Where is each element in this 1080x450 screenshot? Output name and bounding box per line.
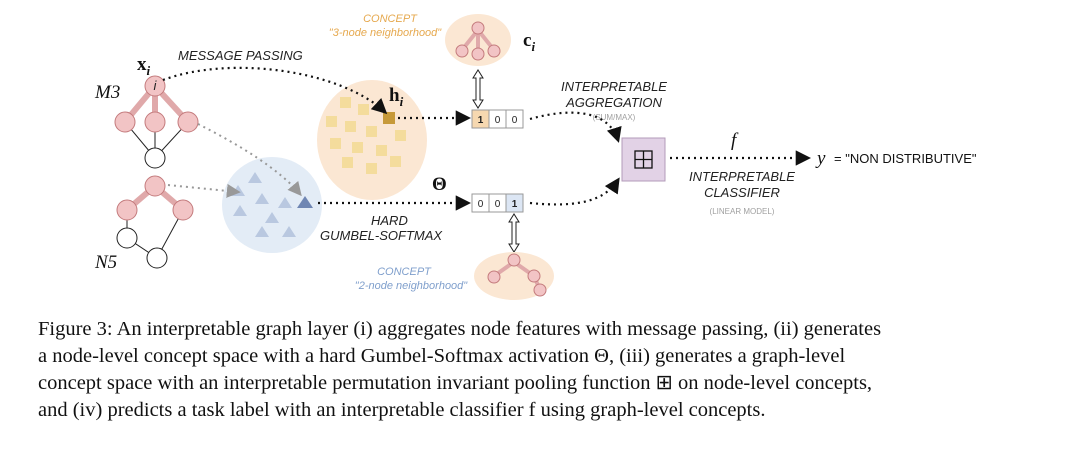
- c-i-label: ci: [523, 30, 535, 54]
- architecture-diagram: i M3 xi N5 hi: [94, 13, 977, 300]
- interpretable-classifier-1: INTERPRETABLE: [689, 169, 795, 184]
- hard-label: HARD: [371, 213, 408, 228]
- svg-text:0: 0: [512, 115, 518, 126]
- message-passing-label: MESSAGE PASSING: [178, 48, 303, 63]
- figure-caption: Figure 3: An interpretable graph layer (…: [38, 316, 1048, 424]
- node-i-label: i: [154, 78, 158, 93]
- svg-text:0: 0: [495, 199, 501, 210]
- h-i-square: [383, 112, 395, 124]
- svg-text:0: 0: [478, 199, 484, 210]
- theta-triangle: [297, 196, 313, 208]
- concept-bottom-graph: [487, 253, 547, 297]
- sum-max-label: (SUM/MAX): [593, 113, 636, 122]
- theta-label: Θ: [432, 174, 447, 195]
- embedding-squares: [326, 97, 406, 174]
- interpretable-aggregation-2: AGGREGATION: [565, 95, 662, 110]
- bottom-to-pool-arrow: [529, 177, 620, 206]
- linear-model-label: (LINEAR MODEL): [710, 207, 775, 216]
- concept-bottom-sub: "2-node neighborhood": [355, 280, 468, 292]
- caption-line: a node-level concept space with a hard G…: [38, 345, 846, 367]
- node-i: [144, 75, 166, 97]
- graph-m3: i: [114, 75, 199, 169]
- caption-line: and (iv) predicts a task label with an i…: [38, 399, 766, 421]
- concept-vector-bottom: 0 0 1: [471, 193, 524, 213]
- svg-text:1: 1: [512, 199, 518, 210]
- interpretable-classifier-2: CLASSIFIER: [704, 185, 780, 200]
- concept-bottom-label: CONCEPT: [377, 266, 432, 278]
- y-label: y: [815, 148, 826, 169]
- concept-top-graph: [455, 21, 501, 61]
- node-embedding-blob: [317, 80, 427, 200]
- pooling-box: [621, 137, 666, 182]
- concept-top-label: CONCEPT: [363, 13, 418, 25]
- svg-text:1: 1: [478, 115, 484, 126]
- caption-line: Figure 3: An interpretable graph layer (…: [38, 318, 882, 340]
- graph-n5: [116, 175, 194, 269]
- concept-vector-top: 1 0 0: [471, 109, 524, 129]
- x-i-label: xi: [137, 54, 151, 78]
- interpretable-aggregation-1: INTERPRETABLE: [561, 79, 667, 94]
- graph-n5-label: N5: [94, 252, 117, 273]
- svg-text:0: 0: [495, 115, 501, 126]
- concept-bottom-double-arrow: [508, 213, 520, 253]
- concept-top-double-arrow: [472, 69, 484, 109]
- concept-top-sub: "3-node neighborhood": [329, 27, 442, 39]
- message-passing-arrow: [162, 66, 388, 115]
- y-value: = "NON DISTRIBUTIVE": [834, 151, 977, 166]
- f-label: f: [731, 130, 739, 151]
- h-i-label: hi: [389, 85, 404, 109]
- caption-line: concept space with an interpretable perm…: [38, 372, 873, 394]
- top-to-pool-arrow: [529, 111, 622, 143]
- gumbel-softmax-label: GUMBEL-SOFTMAX: [320, 228, 443, 243]
- graph-m3-label: M3: [94, 82, 120, 103]
